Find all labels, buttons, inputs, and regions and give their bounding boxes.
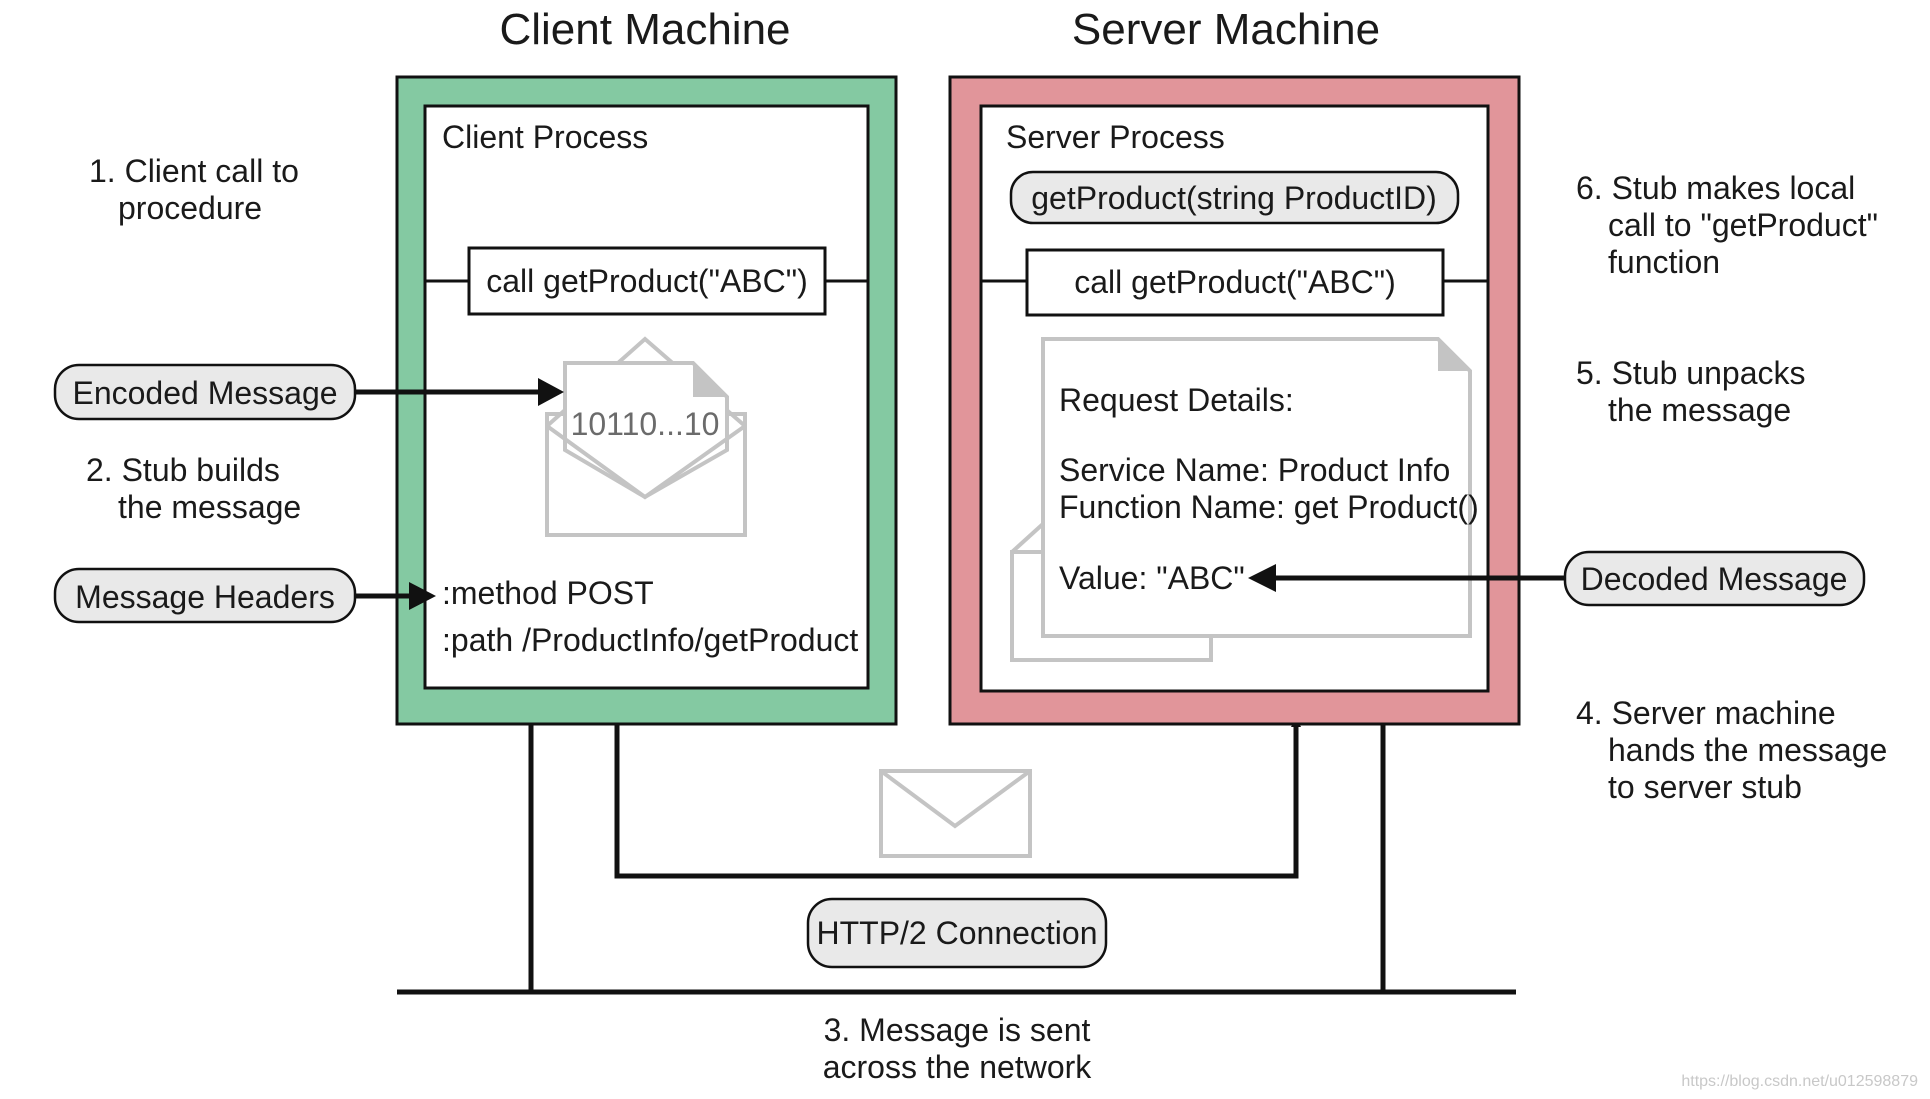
decoded-message-callout: Decoded Message <box>1248 550 1866 607</box>
server-machine: Server Process getProduct(string Product… <box>948 75 1521 726</box>
server-call-label: call getProduct("ABC") <box>1074 264 1396 300</box>
step-4-line-2: hands the message <box>1608 732 1887 768</box>
encoded-envelope-icon: 10110...10 <box>545 336 747 537</box>
encoded-message-label: Encoded Message <box>72 375 337 411</box>
header-path: :path /ProductInfo/getProduct <box>442 622 858 658</box>
server-call-box <box>1025 248 1445 317</box>
message-headers-label: Message Headers <box>75 579 335 615</box>
server-machine-title: Server Machine <box>1072 5 1380 54</box>
step-3-line-2: across the network <box>823 1049 1093 1085</box>
step-4-line-3: to server stub <box>1608 769 1802 805</box>
step-2-line-1: 2. Stub builds <box>86 452 280 488</box>
function-signature-label: getProduct(string ProductID) <box>1031 180 1437 216</box>
step-6-line-1: 6. Stub makes local <box>1576 170 1855 206</box>
http2-connection-label: HTTP/2 Connection <box>816 915 1097 951</box>
transit-envelope-icon <box>879 769 1032 858</box>
request-title: Request Details: <box>1059 382 1294 418</box>
step-2-line-2: the message <box>118 489 301 525</box>
step-5-line-2: the message <box>1608 392 1791 428</box>
step-1-line-2: procedure <box>118 190 262 226</box>
request-service-name: Service Name: Product Info <box>1059 452 1450 488</box>
decoded-message-label: Decoded Message <box>1581 561 1848 597</box>
client-call-label: call getProduct("ABC") <box>486 263 808 299</box>
function-signature-pill <box>1009 170 1460 225</box>
watermark: https://blog.csdn.net/u012598879 <box>1681 1073 1918 1090</box>
step-2-annotation: 2. Stub builds the message <box>86 452 301 525</box>
client-process-label: Client Process <box>442 119 648 155</box>
request-function-name: Function Name: get Product() <box>1059 489 1479 525</box>
step-6-annotation: 6. Stub makes local call to "getProduct"… <box>1576 170 1878 280</box>
step-4-line-1: 4. Server machine <box>1576 695 1836 731</box>
step-4-annotation: 4. Server machine hands the message to s… <box>1576 695 1887 805</box>
message-headers-callout: Message Headers <box>53 567 436 624</box>
encoded-message-callout: Encoded Message <box>53 363 564 421</box>
request-value: Value: "ABC" <box>1059 560 1245 596</box>
encoded-payload: 10110...10 <box>571 406 720 442</box>
server-process-label: Server Process <box>1006 119 1225 155</box>
client-call-box <box>467 246 827 316</box>
step-6-line-2: call to "getProduct" <box>1608 207 1878 243</box>
step-5-annotation: 5. Stub unpacks the message <box>1576 355 1805 428</box>
step-1-line-1: 1. Client call to <box>89 153 299 189</box>
http2-connection-pill: HTTP/2 Connection <box>806 897 1108 969</box>
step-3-annotation: 3. Message is sent across the network <box>823 1012 1093 1085</box>
step-5-line-1: 5. Stub unpacks <box>1576 355 1805 391</box>
step-6-line-3: function <box>1608 244 1720 280</box>
step-3-line-1: 3. Message is sent <box>824 1012 1091 1048</box>
header-method: :method POST <box>442 575 654 611</box>
client-machine-title: Client Machine <box>499 5 790 54</box>
client-machine: Client Process call getProduct("ABC") 10… <box>395 75 898 726</box>
message-path <box>614 690 1301 879</box>
request-details-document: Request Details: Service Name: Product I… <box>1041 337 1479 638</box>
step-1-annotation: 1. Client call to procedure <box>89 153 299 226</box>
